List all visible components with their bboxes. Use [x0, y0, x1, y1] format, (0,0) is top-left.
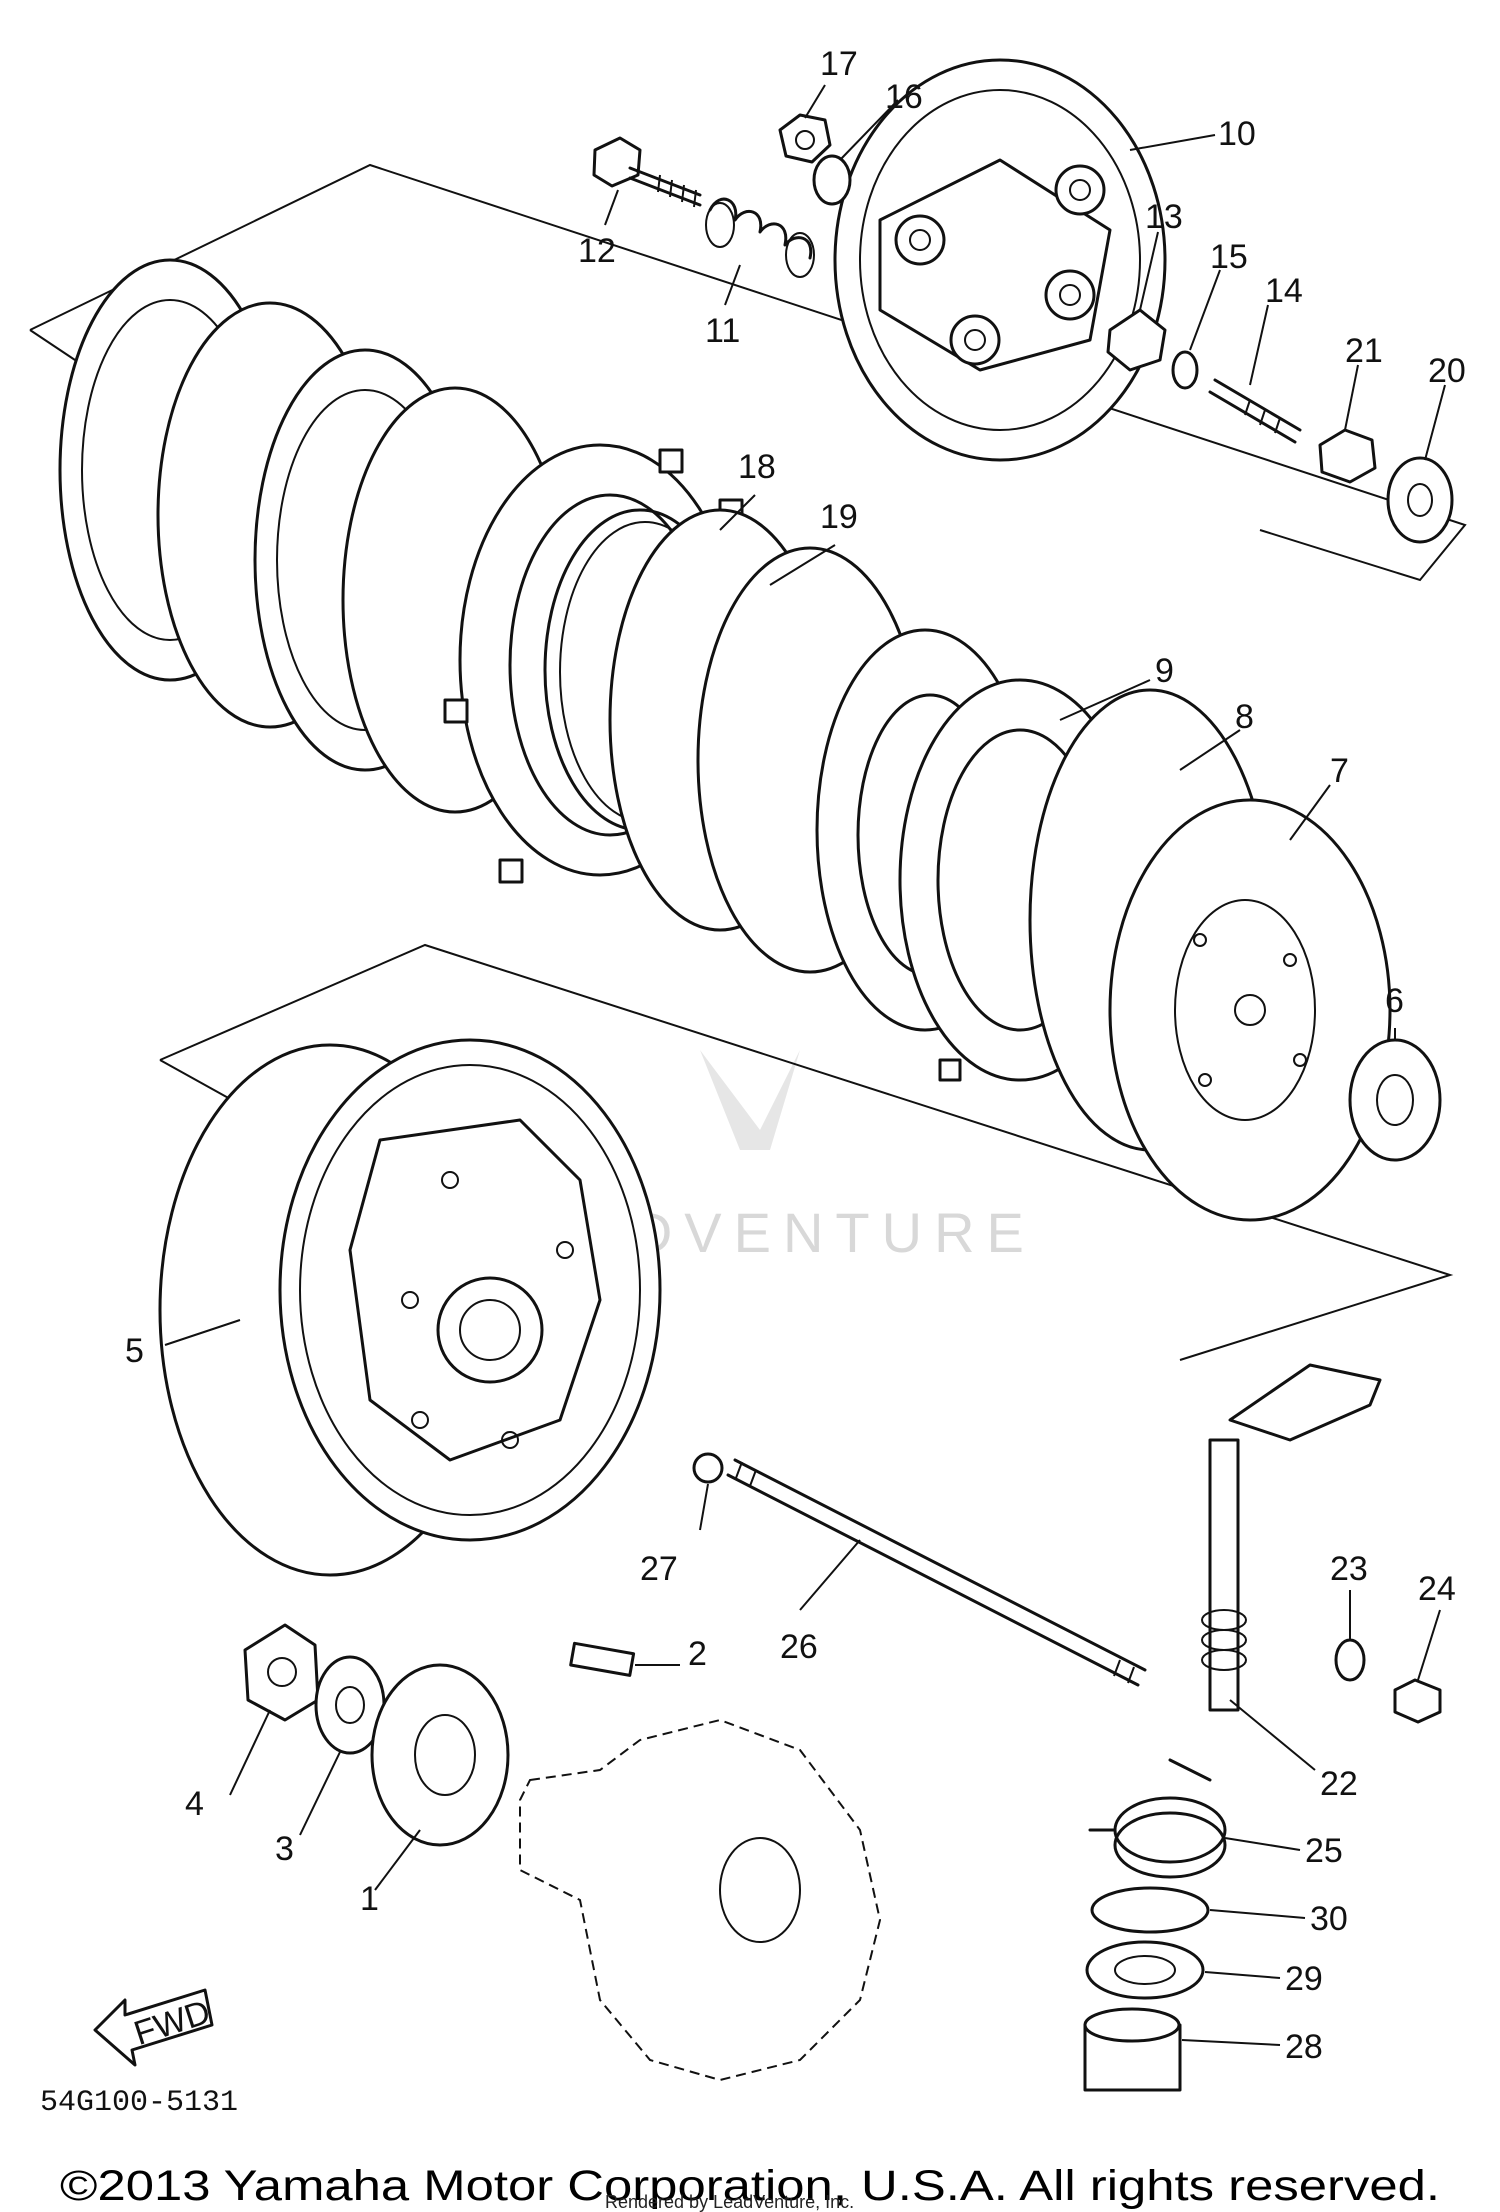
oil-seal-29 — [1085, 1940, 1205, 2000]
straight-key-2 — [569, 1641, 636, 1677]
bolt-24 — [1393, 1678, 1442, 1724]
housing-boundary — [159, 943, 1454, 1361]
callout-12: 12 — [578, 232, 616, 270]
callout-13: 13 — [1145, 198, 1183, 236]
callout-14: 14 — [1265, 272, 1303, 310]
bushing-28 — [1083, 2007, 1182, 2092]
copyright-notice: ©2013 Yamaha Motor Corporation, U.S.A. A… — [60, 2162, 1440, 2210]
callout-22: 22 — [1320, 1765, 1358, 1803]
callout-19: 19 — [820, 498, 858, 536]
circlip-30 — [1090, 1886, 1210, 1934]
spring-11 — [705, 197, 815, 278]
washer-16 — [812, 154, 852, 206]
callout-26: 26 — [780, 1628, 818, 1666]
callout-11: 11 — [705, 312, 740, 350]
callout-9: 9 — [1155, 652, 1174, 690]
callout-28: 28 — [1285, 2028, 1323, 2066]
clutch-plate-stack — [58, 258, 569, 814]
lock-washer-20 — [1386, 456, 1454, 544]
diagram-code: 54G100-5131 — [40, 2086, 238, 2120]
callout-1: 1 — [360, 1880, 379, 1918]
callout-23: 23 — [1330, 1550, 1368, 1588]
callout-21: 21 — [1345, 332, 1383, 370]
torsion-spring-25 — [1088, 1758, 1227, 1879]
callout-20: 20 — [1428, 352, 1466, 390]
clutch-plates-boundary — [29, 163, 1467, 582]
pressure-plate-10 — [833, 58, 1167, 462]
washer-23 — [1334, 1638, 1366, 1682]
nut-21 — [1318, 428, 1377, 484]
lock-washer-6 — [1348, 1038, 1442, 1162]
callout-29: 29 — [1285, 1960, 1323, 1998]
callout-3: 3 — [275, 1830, 294, 1868]
callout-8: 8 — [1235, 698, 1254, 736]
callout-5: 5 — [125, 1332, 144, 1370]
rendered-by-notice: Rendered by LeadVenture, Inc. — [605, 2192, 854, 2212]
push-lever-shaft-22 — [1201, 1363, 1382, 1712]
callout-labels: 17 16 10 12 11 13 15 14 21 20 18 19 9 8 … — [125, 45, 1466, 2066]
callout-leaders — [164, 84, 1446, 2046]
callout-15: 15 — [1210, 238, 1248, 276]
crankshaft-outline — [519, 1718, 882, 2082]
callout-24: 24 — [1418, 1570, 1456, 1608]
callout-17: 17 — [820, 45, 858, 83]
lock-washer-3 — [314, 1655, 386, 1755]
callout-27: 27 — [640, 1550, 678, 1588]
clutch-boss-7 — [1028, 688, 1392, 1222]
callout-2: 2 — [688, 1635, 707, 1673]
callout-7: 7 — [1330, 752, 1349, 790]
callout-18: 18 — [738, 448, 776, 486]
callout-10: 10 — [1218, 115, 1256, 153]
primary-drive-gear-1 — [370, 1663, 510, 1847]
circlip-15 — [1171, 350, 1199, 390]
callout-6: 6 — [1385, 982, 1404, 1020]
nut-4 — [243, 1623, 320, 1722]
push-rod-26 — [726, 1458, 1147, 1687]
adjust-screw-14 — [1208, 378, 1302, 444]
fwd-arrow-icon: FWD — [93, 1988, 215, 2067]
callout-4: 4 — [185, 1785, 204, 1823]
nut-17 — [778, 113, 832, 164]
callout-25: 25 — [1305, 1832, 1343, 1870]
bolt-12 — [592, 136, 702, 208]
callout-30: 30 — [1310, 1900, 1348, 1938]
ball-27 — [692, 1452, 724, 1484]
callout-16: 16 — [885, 78, 923, 116]
clutch-housing-5 — [158, 1038, 662, 1577]
